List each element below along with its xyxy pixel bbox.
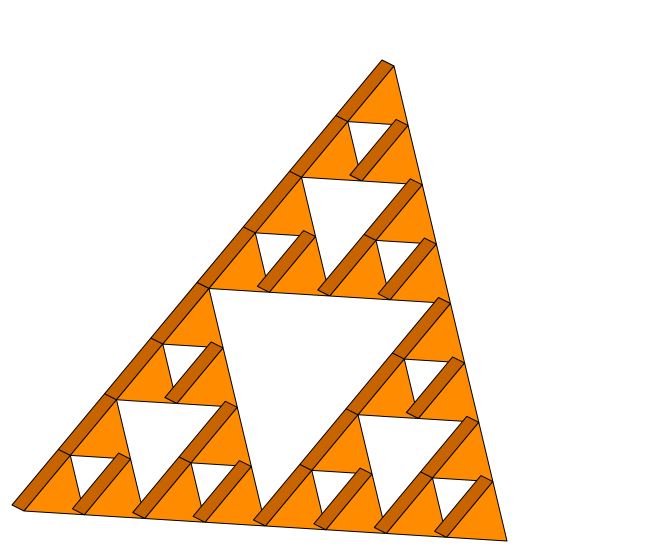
fractal-cell-face (190, 406, 252, 468)
fractal-cell-face (254, 176, 317, 238)
fractal-cell-face (69, 399, 132, 460)
fractal-cell-face (144, 462, 206, 523)
fractal-cell-face (361, 124, 423, 186)
fractal-cell-face (432, 421, 494, 483)
fractal-cell-face (325, 473, 387, 534)
fractal-cell-face (268, 236, 331, 297)
fractal-cell-face (347, 65, 409, 126)
fractal-cell-face (446, 481, 508, 542)
fractal-cell-face (116, 343, 178, 404)
fractal-cell-face (208, 232, 270, 293)
fractal-cell-face (23, 454, 85, 516)
fractal-cell-face (385, 477, 448, 538)
fractal-cell-face (403, 303, 466, 364)
fractal-cell-face (204, 466, 266, 527)
fractal-cell-face (329, 239, 391, 301)
fractal-cell-face (375, 184, 437, 245)
fractal-cell-face (265, 469, 327, 531)
fractal-cell-face (301, 121, 363, 182)
fractal-cell-face (389, 243, 451, 304)
fractal-cell-face (311, 414, 373, 475)
fractal-cell-face (417, 362, 480, 423)
fractal-cell-face (357, 358, 419, 419)
fractal-cell-face (162, 288, 224, 349)
fractal-cell-face (83, 458, 146, 519)
fractal-cell-face (176, 347, 238, 408)
